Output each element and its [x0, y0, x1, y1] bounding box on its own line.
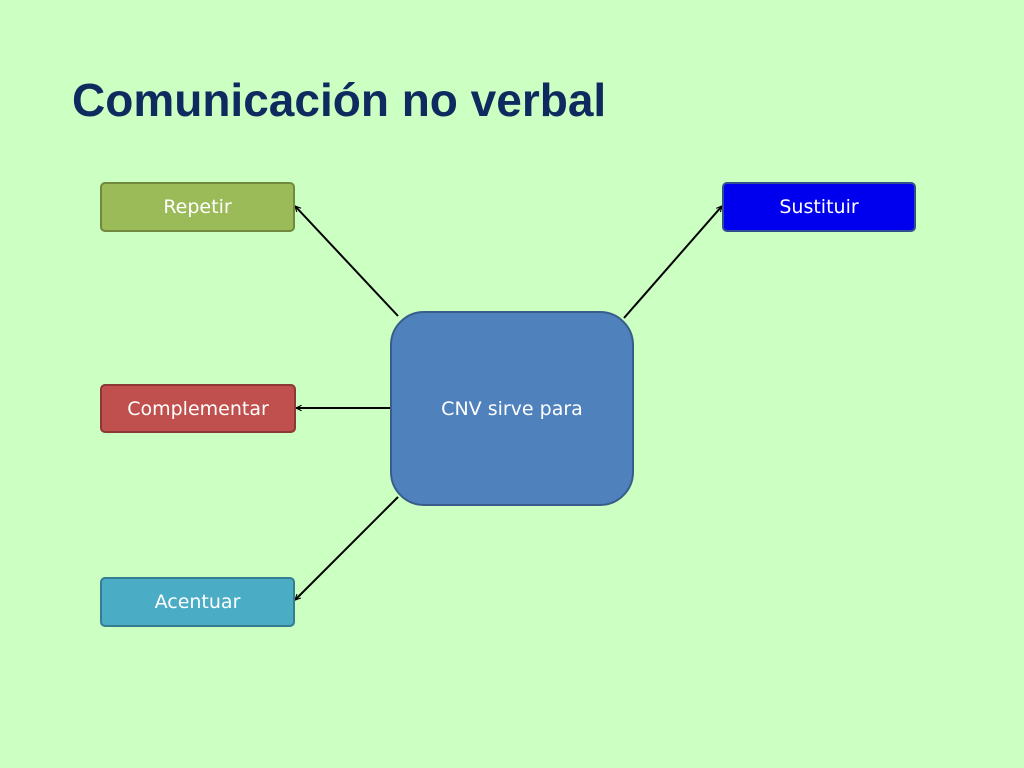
- node-sustituir-label: Sustituir: [779, 196, 859, 218]
- node-acentuar: Acentuar: [100, 577, 295, 627]
- node-acentuar-label: Acentuar: [154, 591, 241, 613]
- node-repetir-label: Repetir: [163, 196, 232, 218]
- slide-title: Comunicación no verbal: [72, 74, 607, 126]
- node-repetir: Repetir: [100, 182, 295, 232]
- node-complementar: Complementar: [100, 384, 296, 433]
- node-center: CNV sirve para: [390, 311, 634, 506]
- node-complementar-label: Complementar: [127, 397, 269, 420]
- arrow-to-sustituir: [623, 206, 722, 319]
- node-sustituir: Sustituir: [722, 182, 916, 232]
- node-center-label: CNV sirve para: [441, 397, 583, 420]
- arrow-to-repetir: [295, 206, 399, 317]
- arrow-to-acentuar: [295, 496, 399, 600]
